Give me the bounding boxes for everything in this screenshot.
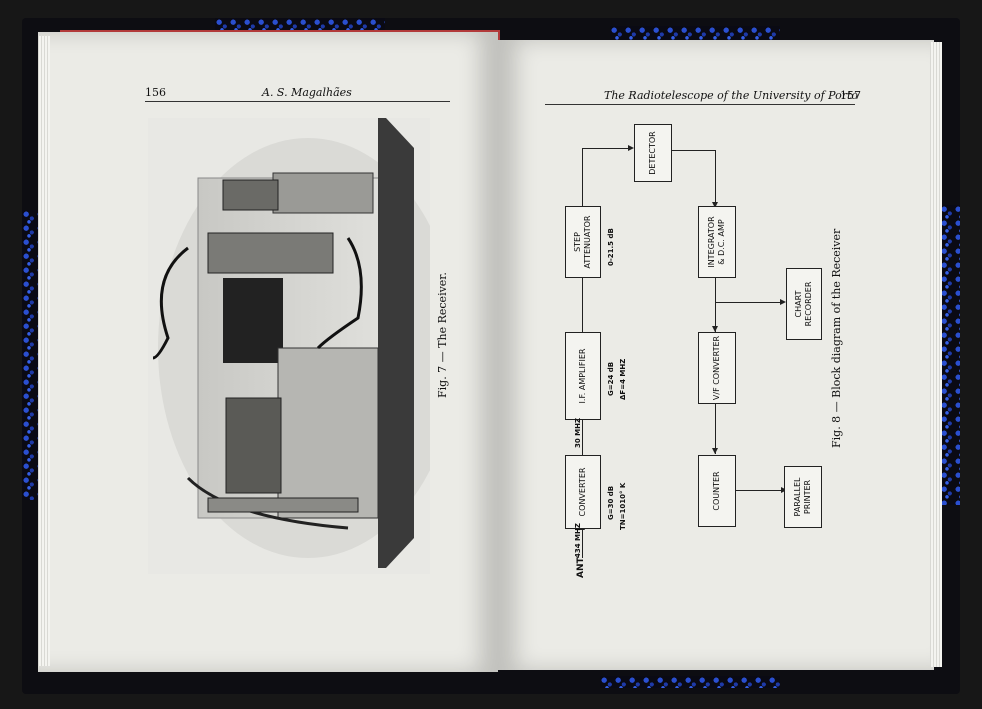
arrow-into-detector [628, 145, 634, 151]
marbled-endpaper-right [940, 205, 960, 505]
line-ant-input [582, 528, 584, 558]
converter-label: CONVERTER [578, 467, 587, 517]
line-to-chart [715, 302, 783, 304]
if-amplifier-label: I.F. AMPLIFIER [578, 348, 587, 404]
converter-noise: TN=1010° K [619, 482, 627, 530]
step-attenuator-block: STEP ATTENUATOR [565, 206, 601, 278]
marbled-endpaper-left [22, 210, 40, 500]
ant-frequency: 434 MHZ [574, 523, 582, 558]
line-vf-to-counter [715, 402, 717, 454]
converter-gain: G=30 dB [607, 485, 615, 520]
left-running-head: A. S. Magalhães [262, 86, 352, 99]
line-to-detector [582, 148, 632, 150]
marbled-endpaper-top-right [610, 26, 780, 40]
left-figure-caption: Fig. 7 — The Receiver. [436, 272, 449, 398]
ant-label: ANT [576, 557, 586, 578]
receiver-photo [148, 118, 430, 574]
line-integrator-to-vf [715, 276, 717, 332]
arrow-into-vf [712, 326, 718, 332]
left-page-edges [38, 36, 50, 666]
arrow-into-integrator [712, 202, 718, 208]
attenuator-range: 0-21.5 dB [607, 228, 615, 266]
detector-label: DETECTOR [648, 131, 657, 175]
right-running-head: The Radiotelescope of the University of … [604, 89, 859, 102]
counter-block: COUNTER [698, 455, 736, 527]
right-page-number: 157 [840, 89, 861, 102]
right-header-rule [545, 104, 855, 105]
line-converter-to-if [582, 420, 584, 455]
line-detector-out [671, 150, 716, 152]
left-page-number: 156 [145, 86, 166, 99]
vf-converter-block: V/F CONVERTER [698, 332, 736, 404]
parallel-printer-block: PARALLEL PRINTER [784, 466, 822, 528]
vf-converter-label: V/F CONVERTER [712, 335, 721, 401]
marbled-endpaper-top [215, 18, 385, 32]
line-to-integrator [715, 150, 717, 205]
integrator-label: INTEGRATOR & D.C. AMP [707, 216, 726, 268]
if-frequency: 30 MHZ [574, 417, 582, 448]
if-bandwidth: ΔF=4 MHZ [619, 358, 627, 400]
integrator-block: INTEGRATOR & D.C. AMP [698, 206, 736, 278]
arrow-into-counter [712, 448, 718, 454]
line-if-to-attenuator [582, 278, 584, 332]
step-attenuator-label: STEP ATTENUATOR [573, 215, 592, 269]
right-page-edges [930, 42, 942, 667]
parallel-printer-label: PARALLEL PRINTER [793, 477, 812, 517]
converter-block: CONVERTER [565, 455, 601, 529]
chart-recorder-block: CHART RECORDER [786, 268, 822, 340]
line-to-printer [734, 490, 784, 492]
counter-label: COUNTER [712, 471, 721, 511]
if-amplifier-block: I.F. AMPLIFIER [565, 332, 601, 420]
marbled-endpaper-bottom [600, 676, 780, 688]
if-gain: G=24 dB [607, 361, 615, 396]
left-header-rule [145, 101, 450, 102]
chart-recorder-label: CHART RECORDER [794, 281, 813, 327]
line-attenuator-up [582, 148, 584, 206]
detector-block: DETECTOR [634, 124, 672, 182]
arrow-into-chart [780, 299, 786, 305]
right-figure-caption: Fig. 8 — Block diagram of the Receiver [830, 228, 843, 448]
